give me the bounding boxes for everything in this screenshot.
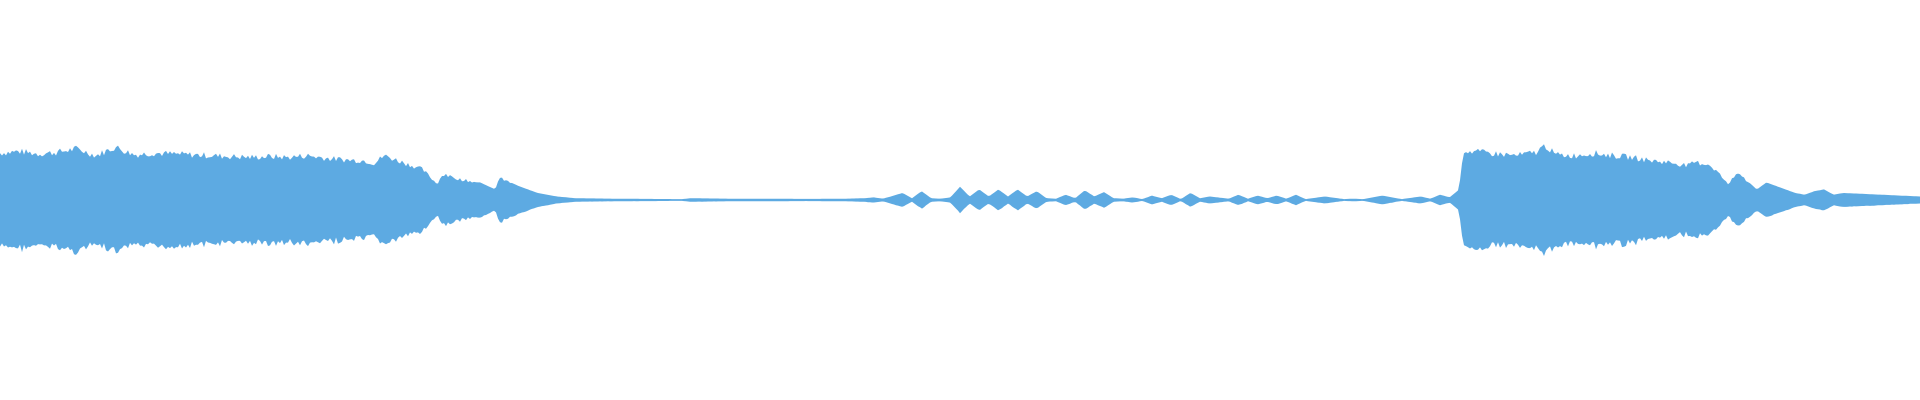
waveform-shape <box>0 144 1920 256</box>
